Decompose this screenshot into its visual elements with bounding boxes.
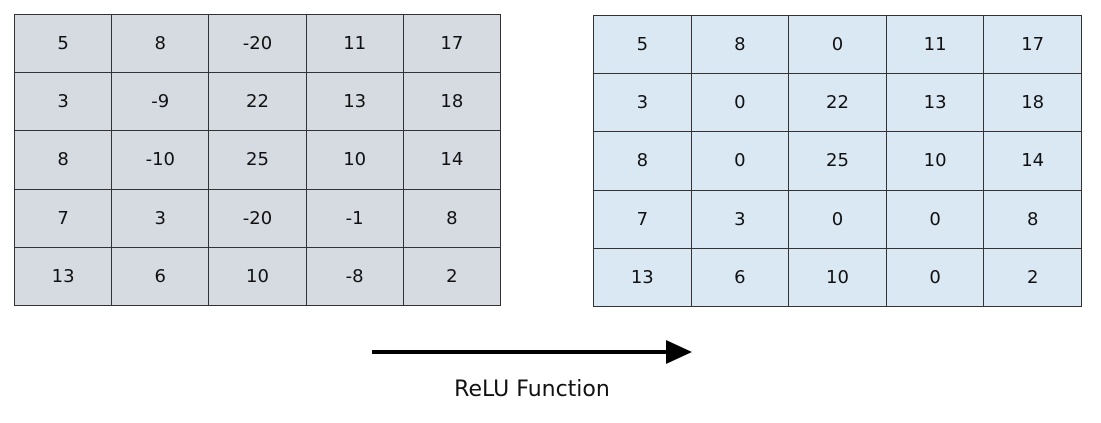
output-matrix-cell: 13: [885, 73, 985, 133]
output-matrix-cell: 8: [983, 189, 1082, 249]
input-matrix-cell: -1: [305, 188, 404, 248]
output-matrix-cell: 0: [690, 131, 790, 191]
output-matrix-cell: 0: [690, 73, 790, 133]
output-matrix-cell: 8: [690, 14, 790, 75]
output-matrix-cell: 22: [788, 73, 887, 133]
input-matrix-cell: 10: [305, 130, 404, 190]
output-matrix-cell: 0: [788, 14, 887, 75]
output-matrix-cell: 0: [885, 247, 985, 308]
input-matrix-cell: 6: [111, 246, 210, 307]
output-matrix-cell: 25: [788, 131, 887, 191]
output-matrix-cell: 18: [983, 73, 1082, 133]
input-matrix-cell: 18: [402, 72, 502, 132]
output-matrix-cell: 14: [983, 131, 1082, 191]
input-matrix-cell: 3: [13, 72, 113, 132]
output-matrix-cell: 11: [885, 14, 985, 75]
input-matrix-cell: 11: [305, 13, 404, 74]
output-matrix-cell: 17: [983, 14, 1082, 75]
output-matrix-cell: 0: [788, 189, 887, 249]
input-matrix-cell: 13: [13, 246, 113, 307]
output-matrix-cell: 10: [885, 131, 985, 191]
output-matrix-cell: 8: [593, 131, 692, 191]
input-matrix-cell: 8: [111, 13, 210, 74]
input-matrix-cell: 10: [208, 246, 307, 307]
input-matrix-cell: 8: [13, 130, 113, 190]
input-matrix-cell: 17: [402, 13, 502, 74]
output-matrix-cell: 3: [593, 73, 692, 133]
output-matrix-cell: 7: [593, 189, 692, 249]
input-matrix-cell: -20: [208, 13, 307, 74]
input-matrix-cell: -8: [305, 246, 404, 307]
output-matrix-cell: 0: [885, 189, 985, 249]
output-matrix-cell: 2: [983, 247, 1082, 308]
arrow-head-icon: [666, 340, 692, 364]
output-matrix-cell: 13: [593, 247, 692, 308]
output-matrix-cell: 6: [690, 247, 790, 308]
input-matrix-cell: 7: [13, 188, 113, 248]
input-matrix-cell: -20: [208, 188, 307, 248]
input-matrix-cell: 25: [208, 130, 307, 190]
relu-caption: ReLU Function: [454, 377, 610, 402]
input-matrix-cell: 3: [111, 188, 210, 248]
input-matrix-cell: 5: [13, 13, 113, 74]
input-matrix-cell: 2: [402, 246, 502, 307]
output-matrix-cell: 5: [593, 14, 692, 75]
input-matrix-cell: 14: [402, 130, 502, 190]
input-matrix-cell: -9: [111, 72, 210, 132]
input-matrix-cell: 13: [305, 72, 404, 132]
input-matrix-cell: 22: [208, 72, 307, 132]
transform-arrow: [372, 340, 692, 364]
input-matrix-cell: -10: [111, 130, 210, 190]
output-matrix-cell: 3: [690, 189, 790, 249]
output-matrix-cell: 10: [788, 247, 887, 308]
input-matrix-cell: 8: [402, 188, 502, 248]
